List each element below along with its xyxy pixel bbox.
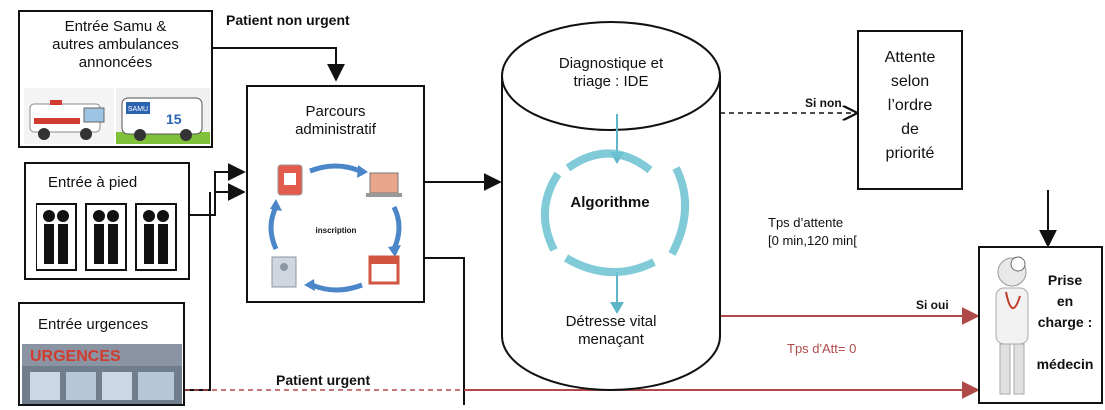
tps-att-zero-label: Tps d'Att= 0 — [787, 341, 857, 356]
triage-bottom-label: Détresse vital menaçant — [565, 313, 657, 348]
inscription-cycle-diagram: inscription — [268, 163, 402, 293]
triage-top-label: Diagnostique et triage : IDE — [558, 55, 664, 90]
arrow-urgences-to-admin — [185, 192, 211, 391]
prise-en-charge-label: Prise en charge : médecin — [1036, 272, 1094, 372]
patient-non-urgent-label: Patient non urgent — [226, 12, 350, 28]
samu-van-image: SAMU 15 — [116, 88, 210, 144]
attente-box: Attente selon l’ordre de priorité — [857, 30, 963, 190]
pedestrians-icon — [36, 203, 177, 271]
arrow-samu-to-admin — [213, 47, 345, 82]
entree-samu-label: Entrée Samu & autres ambulances annoncée… — [52, 18, 179, 71]
urgences-sign-text: URGENCES — [30, 348, 121, 365]
laptop-icon — [369, 172, 399, 194]
entree-pied-box: Entrée à pied — [24, 162, 190, 280]
tps-attente-label: Tps d’attente [0 min,120 min[ — [768, 215, 857, 248]
patient-urgent-label: Patient urgent — [276, 372, 371, 388]
svg-text:15: 15 — [166, 111, 182, 127]
algorithme-label: Algorithme — [570, 194, 650, 211]
ambulance-image — [24, 88, 114, 144]
id-card-icon — [271, 256, 297, 288]
entree-urgences-box: Entrée urgences URGENCES — [18, 302, 185, 406]
triage-cylinder — [501, 21, 721, 391]
arrow-pied-to-admin-1 — [190, 163, 246, 216]
si-non-label: Si non — [805, 96, 842, 110]
urgences-building-image: URGENCES — [22, 344, 182, 404]
arrow-pied-to-admin-2 — [214, 172, 246, 201]
entree-urgences-label: Entrée urgences — [38, 316, 149, 333]
entree-samu-box: Entrée Samu & autres ambulances annoncée… — [18, 10, 213, 148]
line-admin-down — [425, 257, 465, 405]
parcours-administratif-title: Parcours administratif — [295, 103, 376, 138]
parcours-administratif-box: Parcours administratif inscription — [246, 85, 425, 303]
entree-pied-label: Entrée à pied — [48, 174, 138, 191]
si-oui-label: Si oui — [916, 298, 949, 312]
attente-label: Attente selon l’ordre de priorité — [884, 49, 936, 162]
prise-en-charge-box: Prise en charge : médecin — [978, 246, 1103, 404]
doctor-image — [995, 256, 1029, 395]
samu-sign-text: SAMU — [128, 106, 148, 113]
inscription-label: inscription — [316, 226, 357, 235]
